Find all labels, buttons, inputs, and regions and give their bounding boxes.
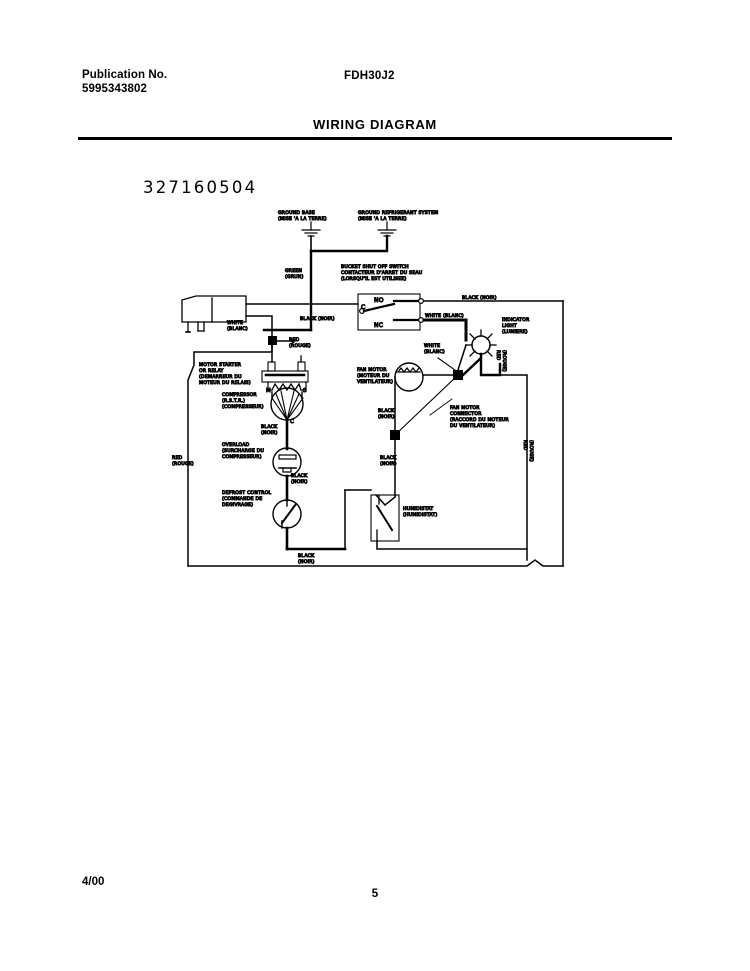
label-bucket-switch-line1: BUCKET SHUT OFF SWITCH [341,264,409,270]
label-overload-line1: OVERLOAD [222,442,250,448]
label-black-fan-upper-line2: (NOIR) [378,414,395,420]
label-fan-motor-line3: VENTILATEUR) [357,379,393,385]
label-red-left-line1: RED [172,455,183,461]
defrost-control [272,499,302,551]
label-compressor-m: M [266,388,271,394]
label-defrost-line2: (COMMANDE DE [222,496,262,502]
label-humidistat-line2: (HUMIDISTAT) [403,512,438,518]
label-red-indicator-line2: (ROUGE) [501,350,507,372]
label-red-relay-line1: RED [289,337,300,343]
red-relay-lead [276,339,295,343]
overload-protector [272,447,302,477]
label-defrost-line3: DEGIVRAGE) [222,502,253,508]
indicator-light [461,329,502,377]
label-compressor-line2: (R.S.T.R.) [222,398,245,404]
label-ground-refrigerant-line2: (MISE 'A LA TERRE) [358,216,407,222]
label-white-switch: WHITE (BLANC) [425,313,464,319]
title-divider [78,137,672,140]
label-fan-motor-line1: FAN MOTOR [357,367,387,373]
label-black-compressor-line2: (NOIR) [261,430,278,436]
label-white-fan-line2: (BLANC) [424,349,445,355]
label-green-line1: GREEN [285,268,302,274]
publication-label: Publication No. [82,69,168,81]
label-humidistat-line1: HUMIDISTAT [403,506,433,512]
fan-connector-leaders [394,374,459,436]
label-motor-starter-line3: (DEMARREUR DU [199,374,242,380]
label-switch-no: NO [374,297,384,304]
label-overload-line2: (SURCHARGE DU [222,448,264,454]
power-cord-plug [181,295,247,333]
label-fan-motor-line2: (MOTEUR DU [357,373,390,379]
label-red-right-line1: RED [522,440,528,451]
publication-number: 5995343802 [82,83,147,95]
label-black-top: BLACK (NOIR) [462,295,497,301]
cord-white-lead [245,315,273,341]
label-white-cord-line1: WHITE [227,320,243,326]
label-black-fan-lower-line1: BLACK [380,455,397,461]
label-indicator-line1: INDICATOR [502,317,530,323]
label-black-bottom-line2: (NOIR) [298,559,315,565]
label-red-relay-line2: (ROUGE) [289,343,311,349]
ground-refrigerant-symbol [377,221,397,237]
fan-motor-leads [394,374,458,436]
fan-motor [394,362,424,392]
red-right-run [499,374,528,561]
label-compressor-s: S [303,388,307,394]
page-number: 5 [371,888,379,900]
label-bucket-switch-line2: CONTACTEUR D'ARRET DU SEAU [341,270,422,276]
label-red-left-line2: (ROUGE) [172,461,194,467]
white-switch-run [422,318,468,342]
label-white-cord-line2: (BLANC) [227,326,248,332]
label-white-fan-line1: WHITE [424,343,440,349]
label-fan-connector-line3: (RACCORD DU MOTEUR [450,417,509,423]
label-fan-connector-line1: FAN MOTOR [450,405,480,411]
label-compressor-line1: COMPRESSOR [222,392,257,398]
label-motor-starter-line4: MOTEUR DU RELAIS) [199,380,251,386]
label-red-right-line2: (ROUGE) [528,440,534,462]
label-indicator-line3: (LUMIERE) [502,329,528,335]
label-fan-connector-line2: CONNECTOR [450,411,482,417]
label-ground-base-line1: GROUND BASE [278,210,315,216]
humidistat [370,494,528,550]
label-defrost-line1: DEFROST CONTROL [222,490,271,496]
label-ground-refrigerant-line1: GROUND REFRIGERANT SYSTEM [358,210,438,216]
junction-node-cord [268,336,277,345]
label-overload-line3: COMPRESSEUR) [222,454,262,460]
label-bucket-switch-line3: (LORSQU'IL EST UTILISEE) [341,276,407,282]
motor-starter-relay [261,344,309,392]
compressor-motor [270,387,304,421]
label-black-cord: BLACK (NOIR) [300,316,335,322]
label-green-line2: (GRUN) [285,274,304,280]
diagram-labels: GROUND BASE (MISE 'A LA TERRE) GROUND RE… [172,210,535,566]
publication-block: Publication No. 5995343802 [82,68,167,96]
label-black-compressor-line1: BLACK [261,424,278,430]
label-motor-starter-line2: OR RELAY [199,368,224,374]
outer-bottom-loop [187,300,564,567]
label-compressor-line3: (COMPRESSEUR) [222,404,264,410]
revision-date: 4/00 [82,876,105,888]
model-number: FDH30J2 [344,70,395,82]
label-switch-nc: NC [374,322,383,329]
black-fan-lower-run [374,439,397,507]
ground-base-symbol [301,221,321,237]
label-black-fan-lower-line2: (NOIR) [380,461,397,467]
label-ground-base-line2: (MISE 'A LA TERRE) [278,216,327,222]
label-compressor-c: C [290,419,294,425]
label-black-bottom-line1: BLACK [298,553,315,559]
label-black-fan-upper-line1: BLACK [378,408,395,414]
label-indicator-line2: LIGHT [502,323,517,329]
label-black-overload-line1: BLACK [291,473,308,479]
label-switch-c: C [361,304,365,311]
drawing-number: 327160504 [143,178,258,197]
label-red-indicator-line1: RED [495,350,501,361]
label-fan-connector-line4: DU VENTILATEUR) [450,423,495,429]
page-title: WIRING DIAGRAM [313,117,437,132]
label-motor-starter-line1: MOTOR STARTER [199,362,242,368]
black-bottom-run [285,489,372,551]
label-black-overload-line2: (NOIR) [291,479,308,485]
white-fan-lead [437,344,467,371]
ground-wire-path [262,234,389,332]
bucket-shutoff-switch [357,293,425,331]
